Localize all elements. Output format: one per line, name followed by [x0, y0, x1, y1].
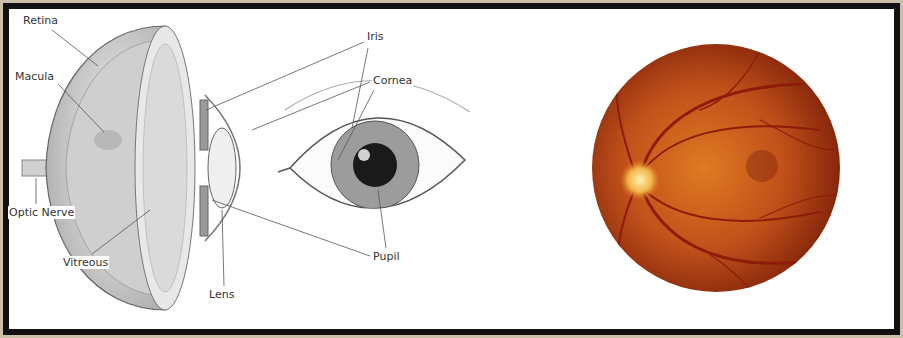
- part-label: Optic Nerve: [8, 206, 75, 219]
- leader-line: [338, 90, 374, 160]
- part-label: Vitreous: [62, 256, 109, 269]
- cut-face: [135, 26, 195, 310]
- leader-line: [36, 178, 37, 204]
- fundus-photo: [592, 44, 840, 300]
- iris-section: [200, 186, 208, 236]
- iris-disc: [331, 121, 419, 209]
- iris-section: [200, 100, 208, 150]
- leader-line: [378, 190, 386, 248]
- optic-disc: [620, 160, 660, 200]
- fundus-disc: [592, 44, 840, 292]
- part-label: Retina: [22, 14, 59, 27]
- external-eye: [278, 80, 470, 209]
- leader-line: [92, 210, 150, 254]
- macula-spot: [94, 130, 122, 150]
- part-label: Lens: [208, 288, 235, 301]
- pupil-disc: [353, 143, 397, 187]
- eye-lids: [290, 118, 465, 208]
- lens-shape: [208, 128, 236, 208]
- part-label: Macula: [14, 70, 55, 83]
- part-label: Iris: [366, 30, 385, 43]
- macula-spot: [746, 150, 778, 182]
- leader-lines: [36, 30, 386, 286]
- eye-corner: [278, 168, 290, 172]
- highlight: [358, 149, 370, 161]
- retinal-vessels: [616, 50, 838, 300]
- leader-line: [58, 84, 104, 132]
- optic-nerve-stub: [22, 160, 48, 176]
- part-label: Pupil: [372, 250, 401, 263]
- vitreous-face: [143, 44, 187, 292]
- eye-section: [22, 26, 240, 310]
- leader-line: [252, 82, 370, 130]
- leader-line: [206, 42, 364, 110]
- leader-line: [222, 210, 224, 286]
- leader-line: [52, 30, 98, 66]
- part-label: Cornea: [372, 74, 413, 87]
- leader-line: [212, 200, 370, 256]
